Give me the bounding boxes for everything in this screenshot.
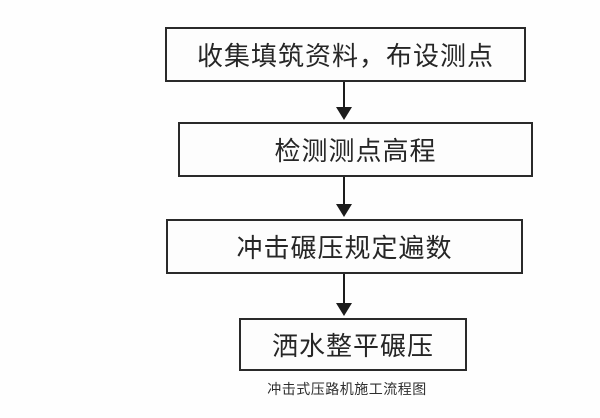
arrow-shaft (343, 274, 345, 306)
arrow-down-icon (336, 274, 352, 316)
flow-step-label: 冲击碾压规定遍数 (236, 233, 453, 263)
diagram-caption: 冲击式压路机施工流程图 (267, 381, 427, 397)
arrow-head (336, 107, 352, 120)
flow-step-impact-rolling: 冲击碾压规定遍数 (166, 219, 523, 274)
flow-step-label: 收集填筑资料，布设测点 (196, 41, 494, 71)
arrow-shaft (343, 177, 345, 207)
flow-step-check-elevation: 检测测点高程 (178, 122, 533, 177)
arrow-head (336, 204, 352, 217)
arrow-down-icon (336, 177, 352, 217)
arrow-head (336, 303, 352, 316)
arrow-down-icon (336, 82, 352, 120)
flow-step-collect-data: 收集填筑资料，布设测点 (165, 27, 526, 82)
arrow-shaft (343, 82, 345, 110)
flow-step-label: 检测测点高程 (274, 136, 437, 166)
flow-step-water-leveling: 洒水整平碾压 (239, 318, 467, 371)
flow-step-label: 洒水整平碾压 (271, 331, 434, 361)
